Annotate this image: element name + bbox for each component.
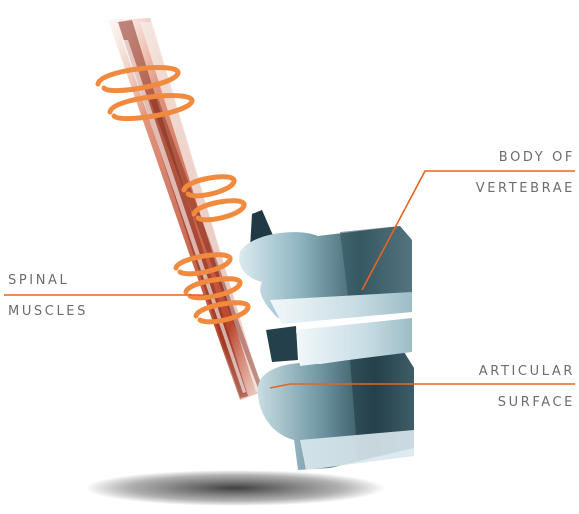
spinal-muscles-label-line2: MUSCLES <box>8 304 88 319</box>
articular-surface-label-line1: ARTICULAR <box>479 364 575 379</box>
ground-shadow <box>85 470 385 506</box>
articular-surface-label-line2: SURFACE <box>498 395 575 410</box>
spinal-muscles-label-line1: SPINAL <box>8 273 69 288</box>
upper-vertebra-graphic <box>239 210 412 324</box>
body-of-vertebrae-label-line2: VERTEBRAE <box>476 181 575 196</box>
body-of-vertebrae-label-line1: BODY OF <box>499 150 575 165</box>
lower-vertebra-graphic <box>258 318 414 470</box>
